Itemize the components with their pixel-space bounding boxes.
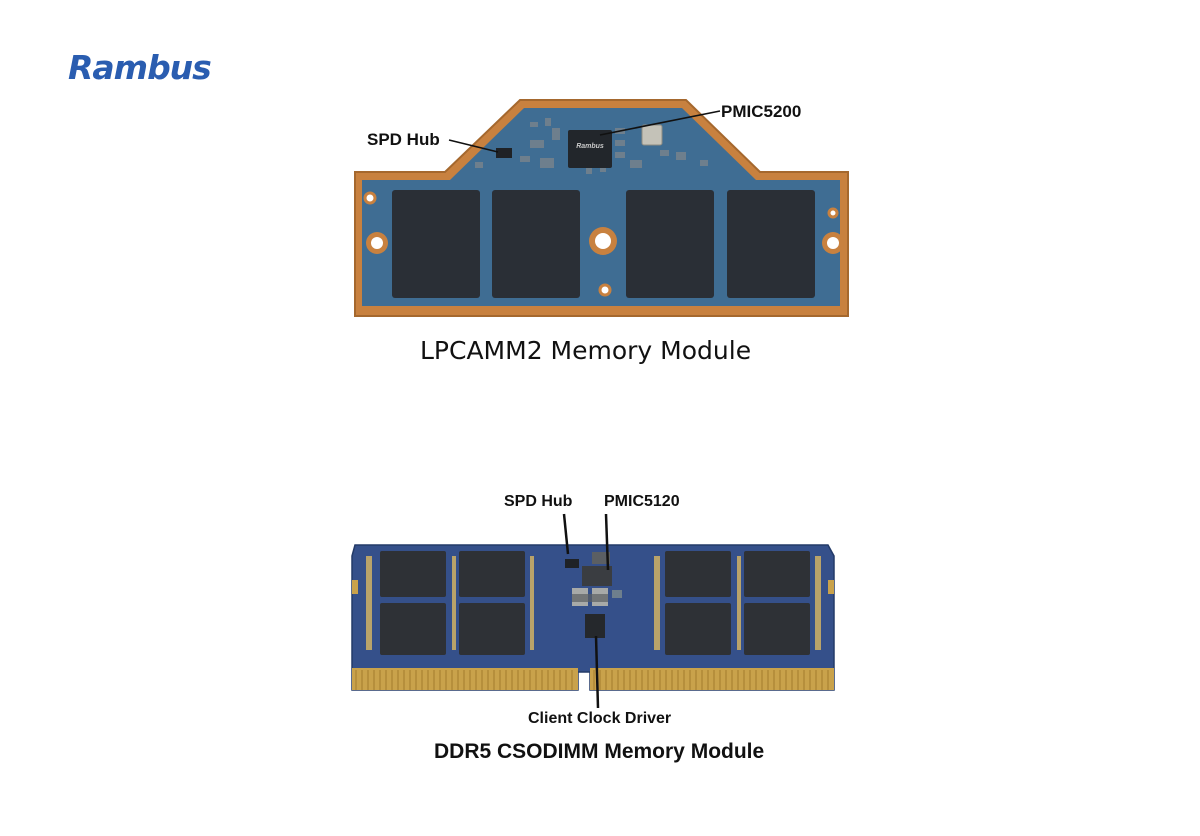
memory-chip bbox=[459, 603, 525, 655]
pmic-chip-marking: Rambus bbox=[576, 143, 604, 150]
csodimm-spd-hub-label: SPD Hub bbox=[504, 493, 573, 510]
memory-chip bbox=[626, 190, 714, 298]
memory-chip bbox=[665, 603, 731, 655]
csodimm-clock-driver-label: Client Clock Driver bbox=[528, 710, 672, 727]
memory-chip bbox=[380, 551, 446, 597]
memory-chip bbox=[727, 190, 815, 298]
pmic-chip bbox=[582, 566, 612, 586]
lpcamm2-module: Rambus bbox=[354, 99, 849, 317]
memory-chip bbox=[380, 603, 446, 655]
memory-chip bbox=[459, 551, 525, 597]
clock-driver-chip bbox=[585, 614, 605, 638]
memory-chip bbox=[665, 551, 731, 597]
memory-chip bbox=[492, 190, 580, 298]
csodimm-caption: DDR5 CSODIMM Memory Module bbox=[434, 740, 765, 763]
csodimm-pmic-label: PMIC5120 bbox=[604, 493, 680, 510]
pmic-chip bbox=[568, 130, 612, 168]
memory-chip bbox=[744, 603, 810, 655]
lpcamm-spd-hub-label: SPD Hub bbox=[367, 130, 440, 149]
rambus-logo: Rambus bbox=[68, 48, 212, 87]
spd-hub-chip bbox=[496, 148, 512, 158]
lpcamm-caption: LPCAMM2 Memory Module bbox=[420, 336, 752, 365]
spd-hub-chip bbox=[565, 559, 579, 568]
memory-chip bbox=[744, 551, 810, 597]
csodimm-module bbox=[351, 513, 835, 709]
lpcamm-pmic-label: PMIC5200 bbox=[721, 102, 802, 121]
memory-chip bbox=[392, 190, 480, 298]
